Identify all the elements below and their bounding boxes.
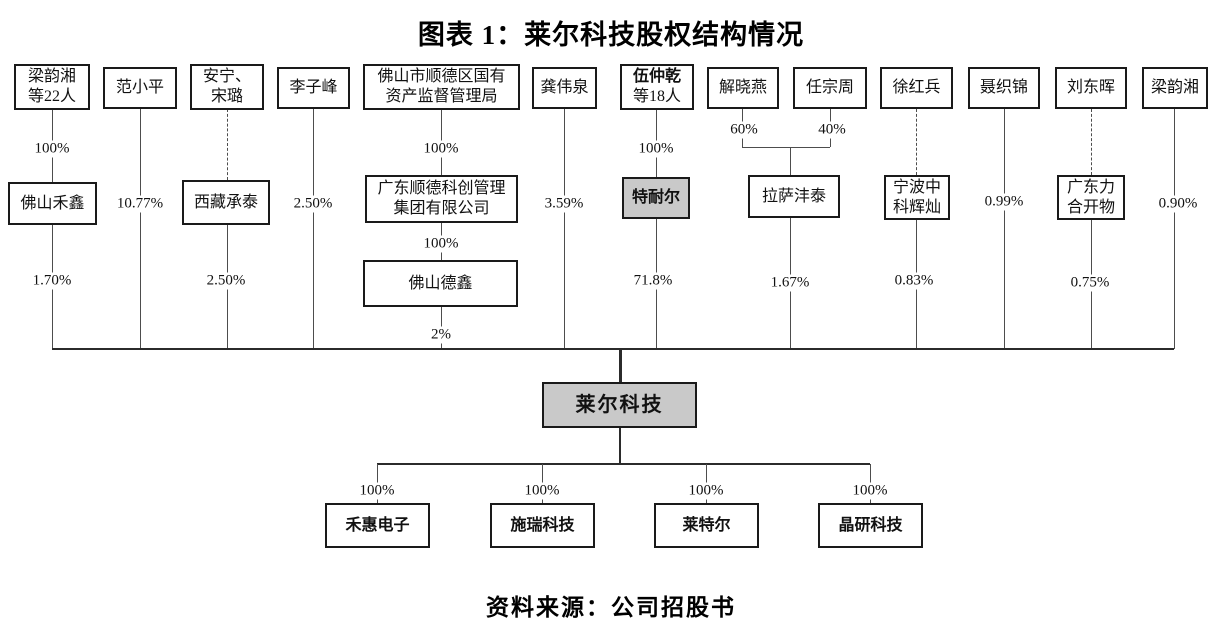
ownership-percentage-label: 100%: [685, 482, 727, 500]
ownership-percentage-label: 10.77%: [113, 195, 167, 213]
ownership-percentage-label: 0.90%: [1155, 195, 1201, 213]
connector-line: [139, 109, 141, 349]
node-label: 晶研科技: [838, 516, 903, 534]
ownership-percentage-label: 2.50%: [203, 272, 249, 290]
ownership-percentage-label: 100%: [521, 482, 563, 500]
node-foshan-hexin: 佛山禾鑫: [8, 182, 97, 225]
node-label: 莱尔科技: [575, 394, 664, 416]
connector-line: [52, 348, 1174, 350]
connector-line: [312, 109, 314, 349]
node-shirui-technology: 施瑞科技: [490, 503, 595, 548]
ownership-percentage-label: 100%: [420, 235, 462, 253]
node-label: 集团有限公司: [393, 200, 490, 217]
connector-line: [563, 109, 565, 349]
node-label: 佛山禾鑫: [20, 194, 85, 212]
node-label: 禾惠电子: [345, 516, 410, 534]
connector-line: [1173, 109, 1175, 349]
node-guangdong-shunde-kechuang: 广东顺德科创管理集团有限公司: [365, 175, 518, 223]
node-laier-technology: 莱尔科技: [542, 382, 697, 428]
source-note: 资料来源：公司招股书: [486, 595, 736, 620]
node-foshan-shunde-sasac: 佛山市顺德区国有资产监督管理局: [363, 64, 520, 110]
node-li-zifeng: 李子峰: [277, 67, 350, 109]
connector-line: [1003, 109, 1005, 349]
ownership-percentage-label: 0.75%: [1067, 274, 1113, 292]
ownership-percentage-label: 1.70%: [29, 272, 75, 290]
node-xie-xiaoyan: 解晓燕: [707, 67, 779, 109]
node-nie-zhijin: 聂织锦: [968, 67, 1040, 109]
node-lasa-fengtai: 拉萨沣泰: [748, 175, 840, 218]
node-label: 徐红兵: [892, 79, 941, 96]
ownership-percentage-label: 0.99%: [981, 193, 1027, 211]
ownership-percentage-label: 100%: [356, 482, 398, 500]
node-label: 等22人: [27, 88, 76, 105]
node-label: 宋璐: [210, 88, 243, 105]
connector-line: [789, 147, 791, 175]
node-label: 资产监督管理局: [385, 88, 498, 105]
ownership-percentage-label: 100%: [849, 482, 891, 500]
ownership-percentage-label: 71.8%: [630, 272, 676, 290]
node-label: 范小平: [115, 79, 164, 96]
node-label: 特耐尔: [631, 189, 680, 206]
node-liu-donghui: 刘东晖: [1055, 67, 1127, 109]
node-an-ning-song-lu: 安宁、宋璐: [190, 64, 264, 110]
node-label: 佛山德鑫: [408, 274, 473, 292]
node-label: 佛山市顺德区国有: [377, 68, 506, 85]
connector-line: [915, 109, 917, 175]
connector-line: [1090, 109, 1092, 175]
diagram-title: 图表 1：莱尔科技股权结构情况: [417, 20, 805, 50]
node-ningbo-zhongke-huican: 宁波中科辉灿: [884, 175, 950, 220]
node-label: 龚伟泉: [540, 79, 589, 96]
node-label: 梁韵湘: [27, 68, 76, 85]
node-label: 刘东晖: [1066, 79, 1115, 96]
ownership-percentage-label: 1.67%: [767, 274, 813, 292]
node-label: 合开物: [1066, 198, 1115, 216]
node-hehui-electronics: 禾惠电子: [325, 503, 430, 548]
node-label: 科辉灿: [892, 198, 941, 216]
node-label: 莱特尔: [682, 516, 731, 534]
node-foshan-dexin: 佛山德鑫: [363, 260, 518, 307]
connector-line: [618, 349, 622, 382]
node-label: 广东顺德科创管理: [377, 180, 506, 197]
node-laiteer: 莱特尔: [654, 503, 759, 548]
node-label: 梁韵湘: [1150, 79, 1199, 96]
connector-line: [742, 146, 830, 148]
node-label: 安宁、: [202, 68, 251, 85]
connector-line: [226, 109, 228, 180]
ownership-percentage-label: 2.50%: [290, 195, 336, 213]
ownership-percentage-label: 100%: [635, 140, 677, 158]
node-gong-weiquan: 龚伟泉: [532, 67, 597, 109]
node-liang-yunxiang: 梁韵湘: [1142, 67, 1208, 109]
ownership-percentage-label: 60%: [727, 121, 761, 139]
ownership-percentage-label: 0.83%: [891, 272, 937, 290]
node-xu-hongbing: 徐红兵: [880, 67, 953, 109]
ownership-percentage-label: 100%: [420, 140, 462, 158]
ownership-percentage-label: 2%: [428, 326, 454, 344]
node-label: 任宗周: [805, 79, 854, 96]
node-label: 施瑞科技: [510, 516, 575, 534]
node-label: 拉萨沣泰: [761, 187, 826, 205]
node-label: 聂织锦: [979, 79, 1028, 96]
node-label: 西藏承泰: [193, 193, 258, 211]
node-guangdong-lihe-kaiwu: 广东力合开物: [1057, 175, 1125, 220]
ownership-percentage-label: 3.59%: [541, 195, 587, 213]
node-label: 广东力: [1066, 178, 1115, 196]
node-fan-xiaoping: 范小平: [103, 67, 177, 109]
node-label: 宁波中: [892, 178, 941, 196]
node-label: 李子峰: [289, 79, 338, 96]
node-xizang-chengtai: 西藏承泰: [182, 180, 270, 225]
node-jingyan-technology: 晶研科技: [818, 503, 923, 548]
node-label: 解晓燕: [718, 79, 767, 96]
node-teneier: 特耐尔: [622, 177, 690, 219]
node-label: 等18人: [632, 88, 681, 105]
node-ren-zongzhou: 任宗周: [793, 67, 867, 109]
node-liang-yunxiang-22: 梁韵湘等22人: [14, 64, 90, 110]
connector-line: [619, 428, 621, 464]
connector-line: [377, 463, 870, 465]
node-label: 伍仲乾: [632, 68, 681, 85]
node-wu-zhongqian-18: 伍仲乾等18人: [620, 64, 694, 110]
ownership-percentage-label: 40%: [815, 121, 849, 139]
ownership-percentage-label: 100%: [31, 140, 73, 158]
